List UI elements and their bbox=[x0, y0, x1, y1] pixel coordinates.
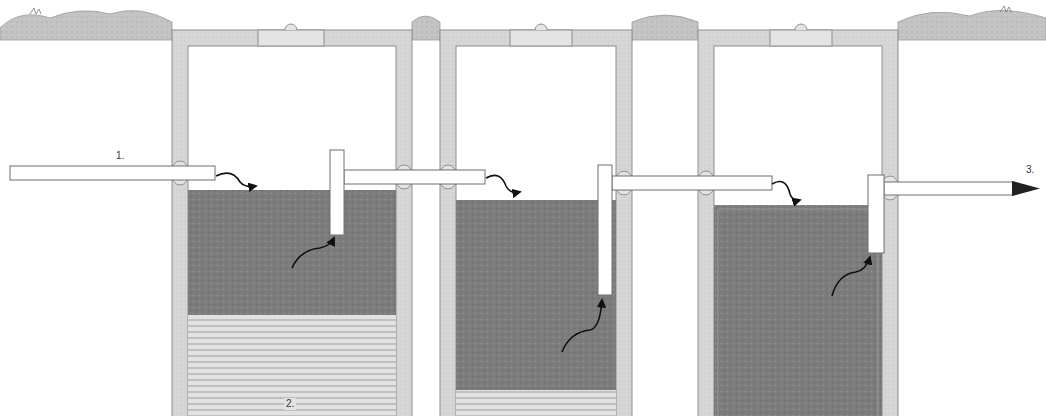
outlet-arrow bbox=[1012, 181, 1040, 196]
callout-number: 1. bbox=[114, 150, 126, 162]
tank-3 bbox=[697, 24, 899, 416]
grass bbox=[30, 6, 1011, 14]
pipes bbox=[10, 150, 1014, 295]
tank-1 bbox=[171, 24, 413, 416]
callout-number: 2. bbox=[284, 398, 296, 410]
callout-number: 3. bbox=[1024, 164, 1036, 176]
flow-arrows bbox=[216, 173, 870, 352]
tank-2 bbox=[439, 24, 633, 416]
